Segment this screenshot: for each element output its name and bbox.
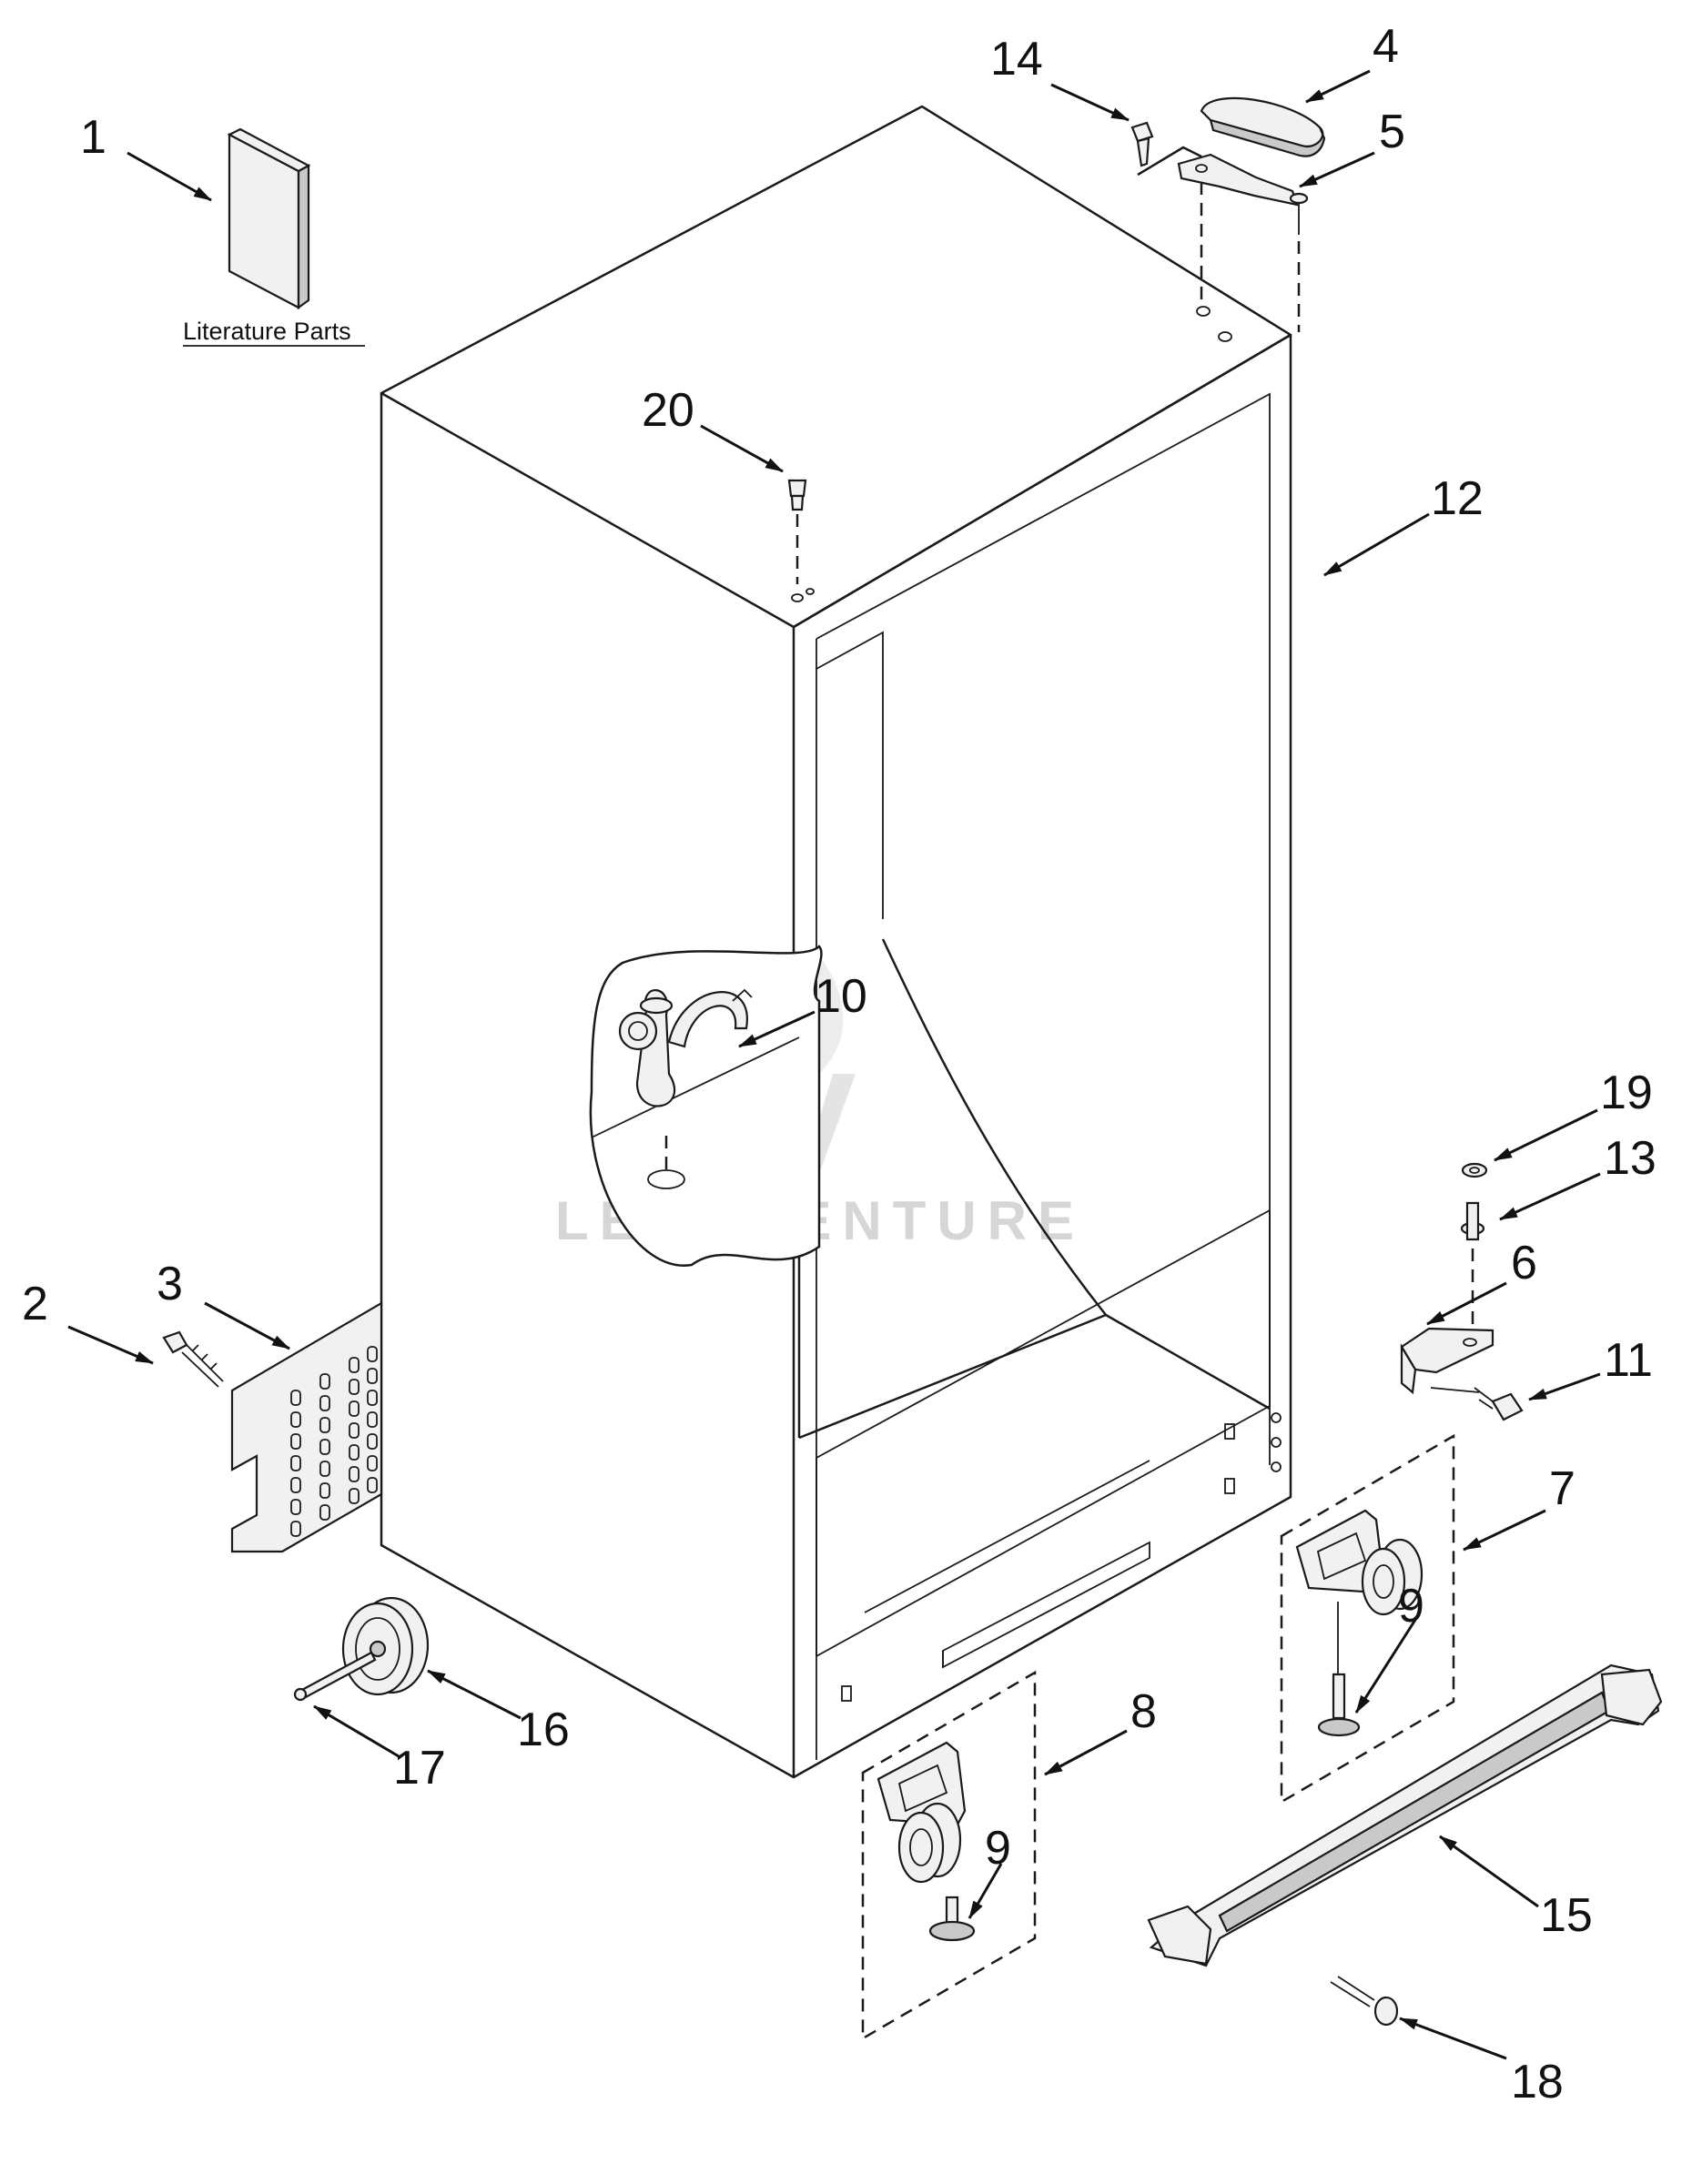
arrow-16	[427, 1669, 522, 1720]
grille-slot	[367, 1477, 378, 1493]
callout-6: 6	[1511, 1237, 1537, 1289]
grille-slot	[290, 1455, 301, 1471]
callout-3: 3	[157, 1258, 183, 1310]
axle-pin-17	[293, 1651, 377, 1702]
arrow-14	[1050, 83, 1130, 122]
grille-slot	[290, 1499, 301, 1515]
grille-slot	[349, 1444, 360, 1461]
screw-18	[1330, 1976, 1399, 2027]
literature-booklet	[227, 127, 311, 310]
screw-2	[162, 1330, 224, 1388]
callout-10: 10	[815, 970, 867, 1023]
grille-slot	[367, 1390, 378, 1406]
callout-17: 17	[393, 1742, 446, 1795]
callout-4: 4	[1373, 20, 1399, 73]
callout-14: 14	[990, 33, 1043, 86]
grille-slot	[319, 1395, 330, 1411]
drain-cutaway	[589, 945, 823, 1267]
grille-slot	[367, 1346, 378, 1362]
grille-slot	[319, 1439, 330, 1455]
callout-19: 19	[1600, 1067, 1653, 1119]
grille-slot	[319, 1417, 330, 1433]
grille-slot	[290, 1477, 301, 1493]
arrow-6	[1426, 1281, 1507, 1326]
grille-slot	[367, 1433, 378, 1450]
grille-slot	[349, 1357, 360, 1373]
callout-15: 15	[1540, 1889, 1593, 1942]
grille-slot	[319, 1482, 330, 1499]
arrow-3	[204, 1301, 290, 1350]
literature-parts-label: Literature Parts	[183, 318, 351, 345]
callout-12: 12	[1431, 472, 1484, 525]
grille-slot	[290, 1433, 301, 1450]
callout-8: 8	[1130, 1685, 1157, 1738]
grille-slot	[349, 1379, 360, 1395]
grille-slot	[367, 1368, 378, 1384]
grille-slot	[349, 1400, 360, 1417]
arrow-7	[1463, 1509, 1546, 1552]
arrow-11	[1528, 1372, 1601, 1401]
grille-slot	[290, 1411, 301, 1428]
callout-1: 1	[80, 111, 106, 164]
callout-labels: 1 2 3 4 5 6 7 8 9 9 10 11 12 13 14 15 16…	[22, 20, 1657, 2108]
callout-7: 7	[1549, 1462, 1575, 1515]
leveler-assembly-7	[1280, 1433, 1455, 1805]
arrow-9a	[1354, 1619, 1417, 1714]
callout-13: 13	[1604, 1132, 1657, 1185]
arrow-5	[1299, 151, 1375, 188]
leveler-assembly-8	[861, 1670, 1037, 2041]
arrow-8	[1044, 1729, 1128, 1776]
rear-wheel-16	[341, 1596, 430, 1696]
callout-16: 16	[517, 1704, 570, 1756]
arrow-19	[1494, 1108, 1598, 1162]
callout-2: 2	[22, 1278, 48, 1330]
arrow-12	[1323, 512, 1430, 577]
top-hinge-assembly	[1130, 96, 1326, 332]
leader-arrows	[67, 69, 1601, 2060]
arrow-1	[127, 151, 212, 202]
callout-9-right: 9	[1398, 1580, 1424, 1633]
grille-slot	[319, 1504, 330, 1521]
side-grille-3	[230, 1301, 383, 1553]
callout-5: 5	[1379, 106, 1405, 158]
arrow-9b	[968, 1863, 1003, 1919]
arrow-17	[313, 1704, 400, 1758]
arrow-18	[1399, 2017, 1507, 2060]
grille-slot	[319, 1373, 330, 1390]
grille-slot	[367, 1455, 378, 1471]
grille-slot	[349, 1466, 360, 1482]
callout-9-left: 9	[985, 1822, 1011, 1875]
arrow-15	[1439, 1835, 1539, 1908]
callout-11: 11	[1604, 1334, 1653, 1387]
arrow-20	[700, 424, 784, 473]
cabinet	[380, 105, 1292, 1779]
arrow-2	[67, 1325, 154, 1365]
lower-hinge-assembly	[1400, 1162, 1524, 1421]
grille-slot	[349, 1488, 360, 1504]
arrow-4	[1305, 69, 1371, 104]
grille-slot	[290, 1390, 301, 1406]
callout-18: 18	[1511, 2056, 1564, 2108]
grille-slot	[319, 1461, 330, 1477]
grille-slot	[290, 1521, 301, 1537]
part-20-plug	[787, 479, 807, 584]
grille-slot	[367, 1411, 378, 1428]
callout-20: 20	[642, 384, 694, 437]
grille-slot	[349, 1422, 360, 1439]
toe-grille-15	[1147, 1663, 1663, 1967]
arrow-10	[738, 1010, 816, 1048]
arrow-13	[1499, 1172, 1601, 1221]
